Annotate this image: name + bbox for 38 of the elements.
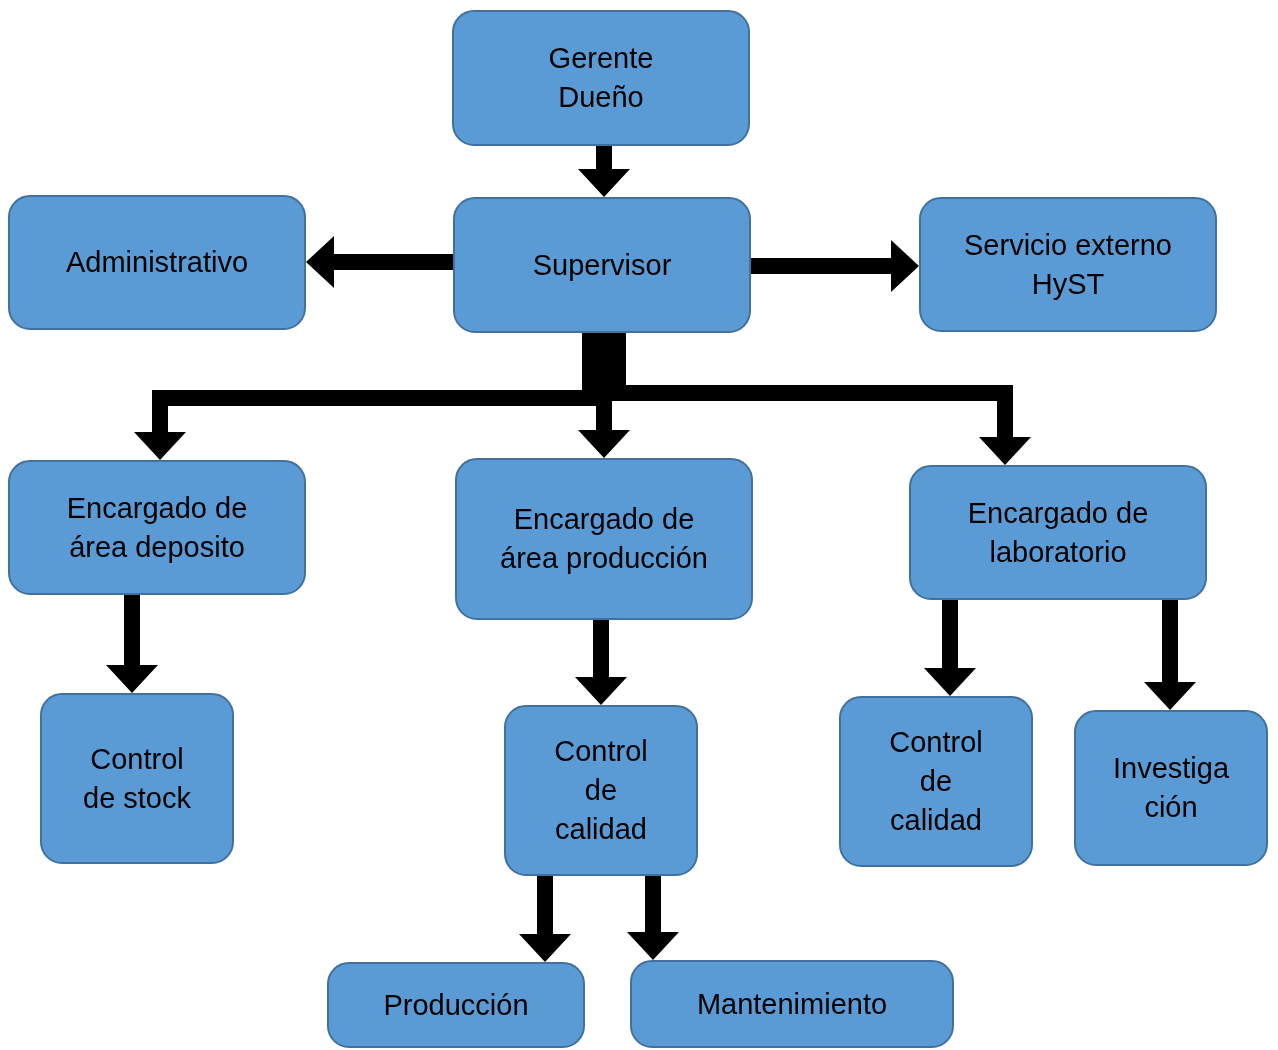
org-box [504, 705, 698, 876]
org-box [1074, 710, 1268, 866]
org-box [909, 465, 1207, 600]
org-box [8, 460, 306, 595]
org-box [327, 962, 585, 1048]
arrow [134, 333, 598, 460]
org-box [630, 960, 954, 1048]
arrow [1144, 600, 1196, 710]
box-label: Producción [383, 987, 529, 1023]
box-label: Encargado de área deposito [65, 490, 249, 565]
arrow [578, 333, 630, 458]
arrow [924, 600, 976, 696]
arrow [751, 240, 919, 292]
org-box [455, 458, 753, 620]
arrow [578, 146, 630, 197]
box-label: Administrativo [65, 245, 249, 280]
box-label: Control de stock [82, 741, 192, 816]
org-box [452, 10, 750, 146]
box-label: Encargado de área producción [499, 502, 709, 576]
box-label: Gerente Dueño [547, 41, 655, 115]
arrow [106, 595, 158, 693]
arrow [627, 876, 679, 960]
box-label: Encargado de laboratorio [966, 495, 1150, 570]
arrow [306, 236, 453, 288]
box-label: Mantenimiento [696, 986, 888, 1022]
arrow [610, 333, 1031, 465]
arrow [575, 620, 627, 705]
org-box [40, 693, 234, 864]
org-box [919, 197, 1217, 332]
box-label: Control de calidad [888, 725, 984, 838]
org-box [839, 696, 1033, 867]
org-box [453, 197, 751, 333]
box-label: Investigación [1111, 751, 1231, 825]
box-label: Servicio externo HyST [963, 227, 1173, 302]
org-box [8, 195, 306, 330]
box-label: Control de calidad [553, 734, 649, 847]
box-label: Supervisor [532, 247, 672, 283]
arrow [519, 876, 571, 962]
